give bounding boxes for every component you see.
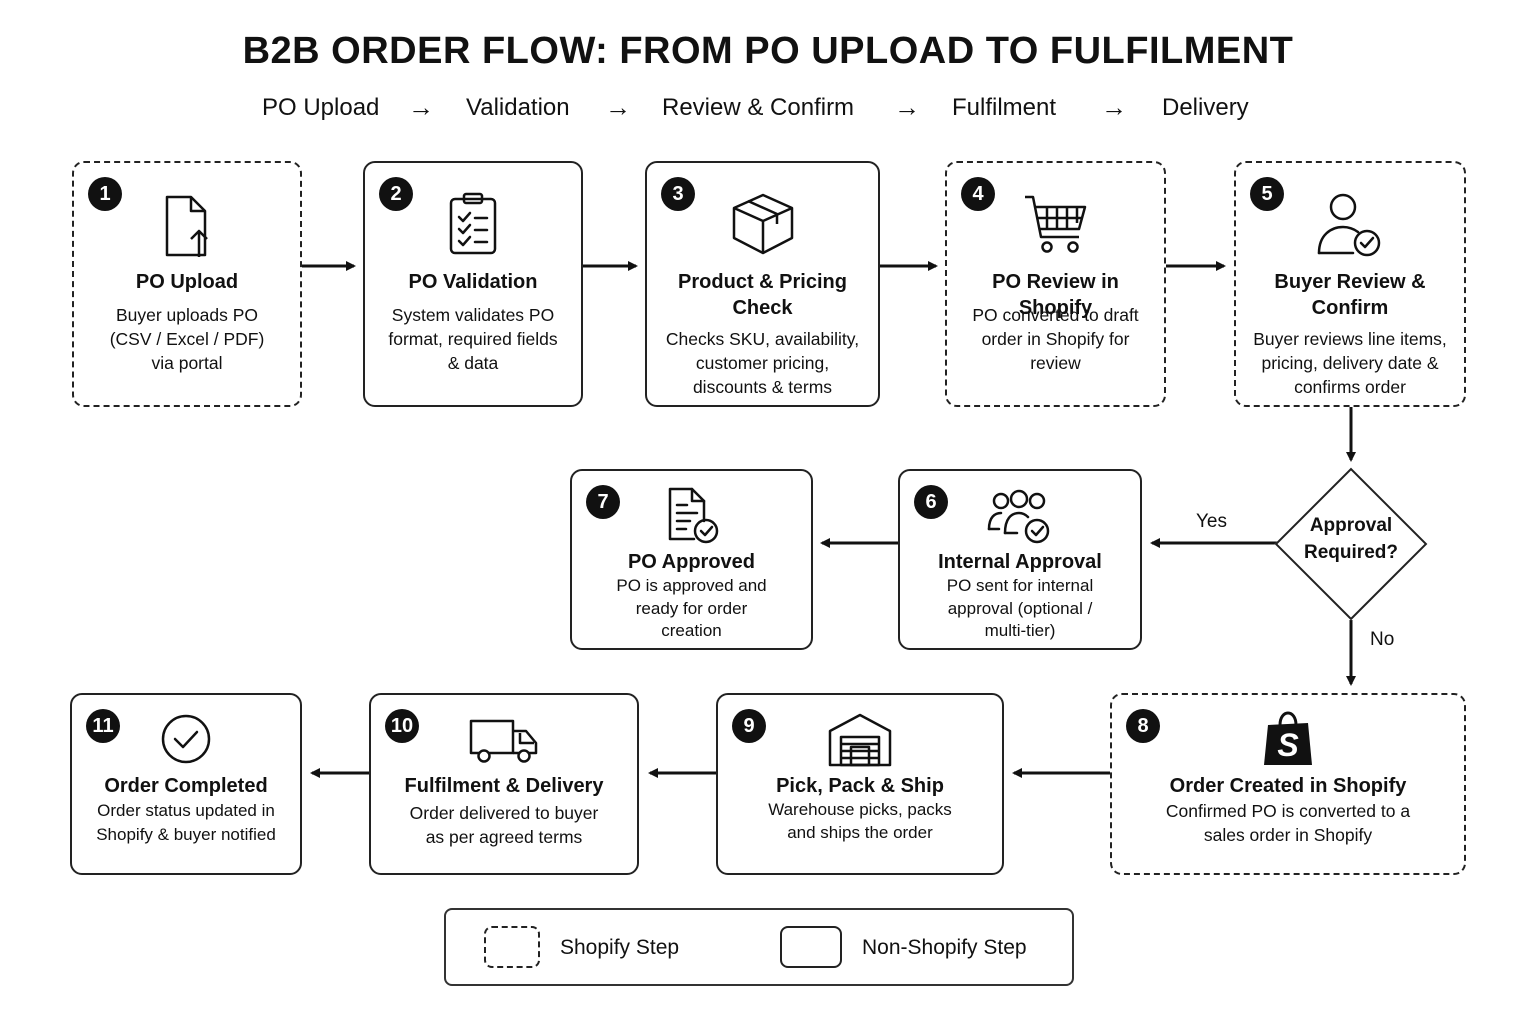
check-circle-icon: [161, 714, 211, 764]
step-number: 11: [86, 709, 120, 743]
step-5-buyer-review-confirm: 5 Buyer Review & Confirm Buyer reviews l…: [1234, 161, 1466, 407]
step-title: Buyer Review & Confirm: [1274, 271, 1426, 319]
step-7-po-approved: 7 PO Approved PO is approved and ready f…: [570, 469, 813, 650]
step-description: Buyer uploads PO (CSV / Excel / PDF) via…: [109, 305, 265, 373]
decision-yes-label: Yes: [1196, 511, 1227, 532]
step-title: Order Completed: [104, 775, 268, 797]
step-number: 8: [1126, 709, 1160, 743]
step-description: PO sent for internal approval (optional …: [946, 576, 1094, 640]
step-number: 10: [385, 709, 419, 743]
shopping-cart-icon: [1024, 195, 1086, 253]
warehouse-icon: [828, 713, 892, 767]
stage-arrow-icon: →: [408, 92, 434, 122]
legend-non-shopify-swatch: [780, 926, 842, 968]
legend-shopify-label: Shopify Step: [560, 936, 680, 959]
delivery-truck-icon: [469, 719, 538, 763]
legend: Shopify Step Non-Shopify Step: [444, 908, 1074, 986]
legend-shopify-swatch: [484, 926, 540, 968]
step-description: PO is approved and ready for order creat…: [616, 576, 767, 640]
step-8-order-created-shopify: 8 S Order Created in Shopify Confirmed P…: [1110, 693, 1466, 875]
step-description: Buyer reviews line items, pricing, deliv…: [1253, 329, 1447, 397]
stage-arrow-icon: →: [894, 92, 920, 122]
step-number: 1: [88, 177, 122, 211]
document-check-icon: [668, 487, 718, 544]
step-description: System validates PO format, required fie…: [388, 305, 558, 373]
svg-text:S: S: [1277, 727, 1299, 763]
decision-text: Approval Required?: [1304, 515, 1398, 563]
step-description: Confirmed PO is converted to a sales ord…: [1165, 801, 1411, 845]
step-title: PO Approved: [627, 551, 756, 573]
file-upload-icon: [165, 195, 208, 257]
step-1-po-upload: 1 PO Upload Buyer uploads PO (CSV / Exce…: [72, 161, 302, 407]
step-11-order-completed: 11 Order Completed Order status updated …: [70, 693, 302, 875]
step-title: PO Review in Shopify: [992, 271, 1119, 319]
step-title: Fulfilment & Delivery: [404, 775, 604, 797]
step-description: Checks SKU, availability, customer prici…: [665, 329, 860, 397]
legend-non-shopify-label: Non-Shopify Step: [862, 936, 1027, 959]
stage-po-upload: PO Upload: [262, 94, 380, 121]
step-6-internal-approval: 6 Internal Approval PO sent for internal…: [898, 469, 1142, 650]
decision-no-label: No: [1370, 629, 1395, 650]
step-number: 4: [961, 177, 995, 211]
step-title: Pick, Pack & Ship: [776, 775, 944, 797]
step-number: 2: [379, 177, 413, 211]
step-number: 5: [1250, 177, 1284, 211]
step-4-po-review-shopify: 4 PO Review in Shopify PO converted to d…: [945, 161, 1166, 407]
box-icon: [732, 193, 793, 255]
step-10-fulfilment-delivery: 10 Fulfilment & Delivery Order delivered…: [369, 693, 639, 875]
step-number: 3: [661, 177, 695, 211]
step-title: PO Upload: [135, 271, 239, 293]
step-description: Order status updated in Shopify & buyer …: [96, 801, 276, 844]
stage-fulfilment: Fulfilment: [952, 94, 1057, 121]
clipboard-check-icon: [449, 192, 497, 255]
stage-validation: Validation: [466, 94, 570, 121]
step-title: Product & Pricing Check: [678, 271, 847, 319]
step-description: PO converted to draft order in Shopify f…: [972, 305, 1139, 373]
step-3-product-pricing-check: 3 Product & Pricing Check Checks SKU, av…: [645, 161, 880, 407]
step-2-po-validation: 2 PO Validation System validates PO form…: [363, 161, 583, 407]
step-description: Warehouse picks, packs and ships the ord…: [768, 800, 952, 842]
step-number: 9: [732, 709, 766, 743]
shopify-bag-icon: S: [1264, 711, 1312, 765]
stage-delivery: Delivery: [1162, 94, 1249, 121]
step-number: 6: [914, 485, 948, 519]
page-title: B2B ORDER FLOW: FROM PO UPLOAD TO FULFIL…: [242, 30, 1294, 72]
step-title: Order Created in Shopify: [1169, 775, 1407, 797]
team-check-icon: [987, 489, 1050, 544]
step-number: 7: [586, 485, 620, 519]
step-title: PO Validation: [408, 271, 538, 293]
user-check-icon: [1317, 193, 1381, 257]
step-9-pick-pack-ship: 9 Pick, Pack & Ship Warehouse picks, pac…: [716, 693, 1004, 875]
step-description: Order delivered to buyer as per agreed t…: [409, 803, 599, 847]
stage-arrow-icon: →: [1101, 92, 1127, 122]
stage-arrow-icon: →: [605, 92, 631, 122]
step-title: Internal Approval: [938, 551, 1102, 573]
stage-review-confirm: Review & Confirm: [662, 94, 855, 121]
